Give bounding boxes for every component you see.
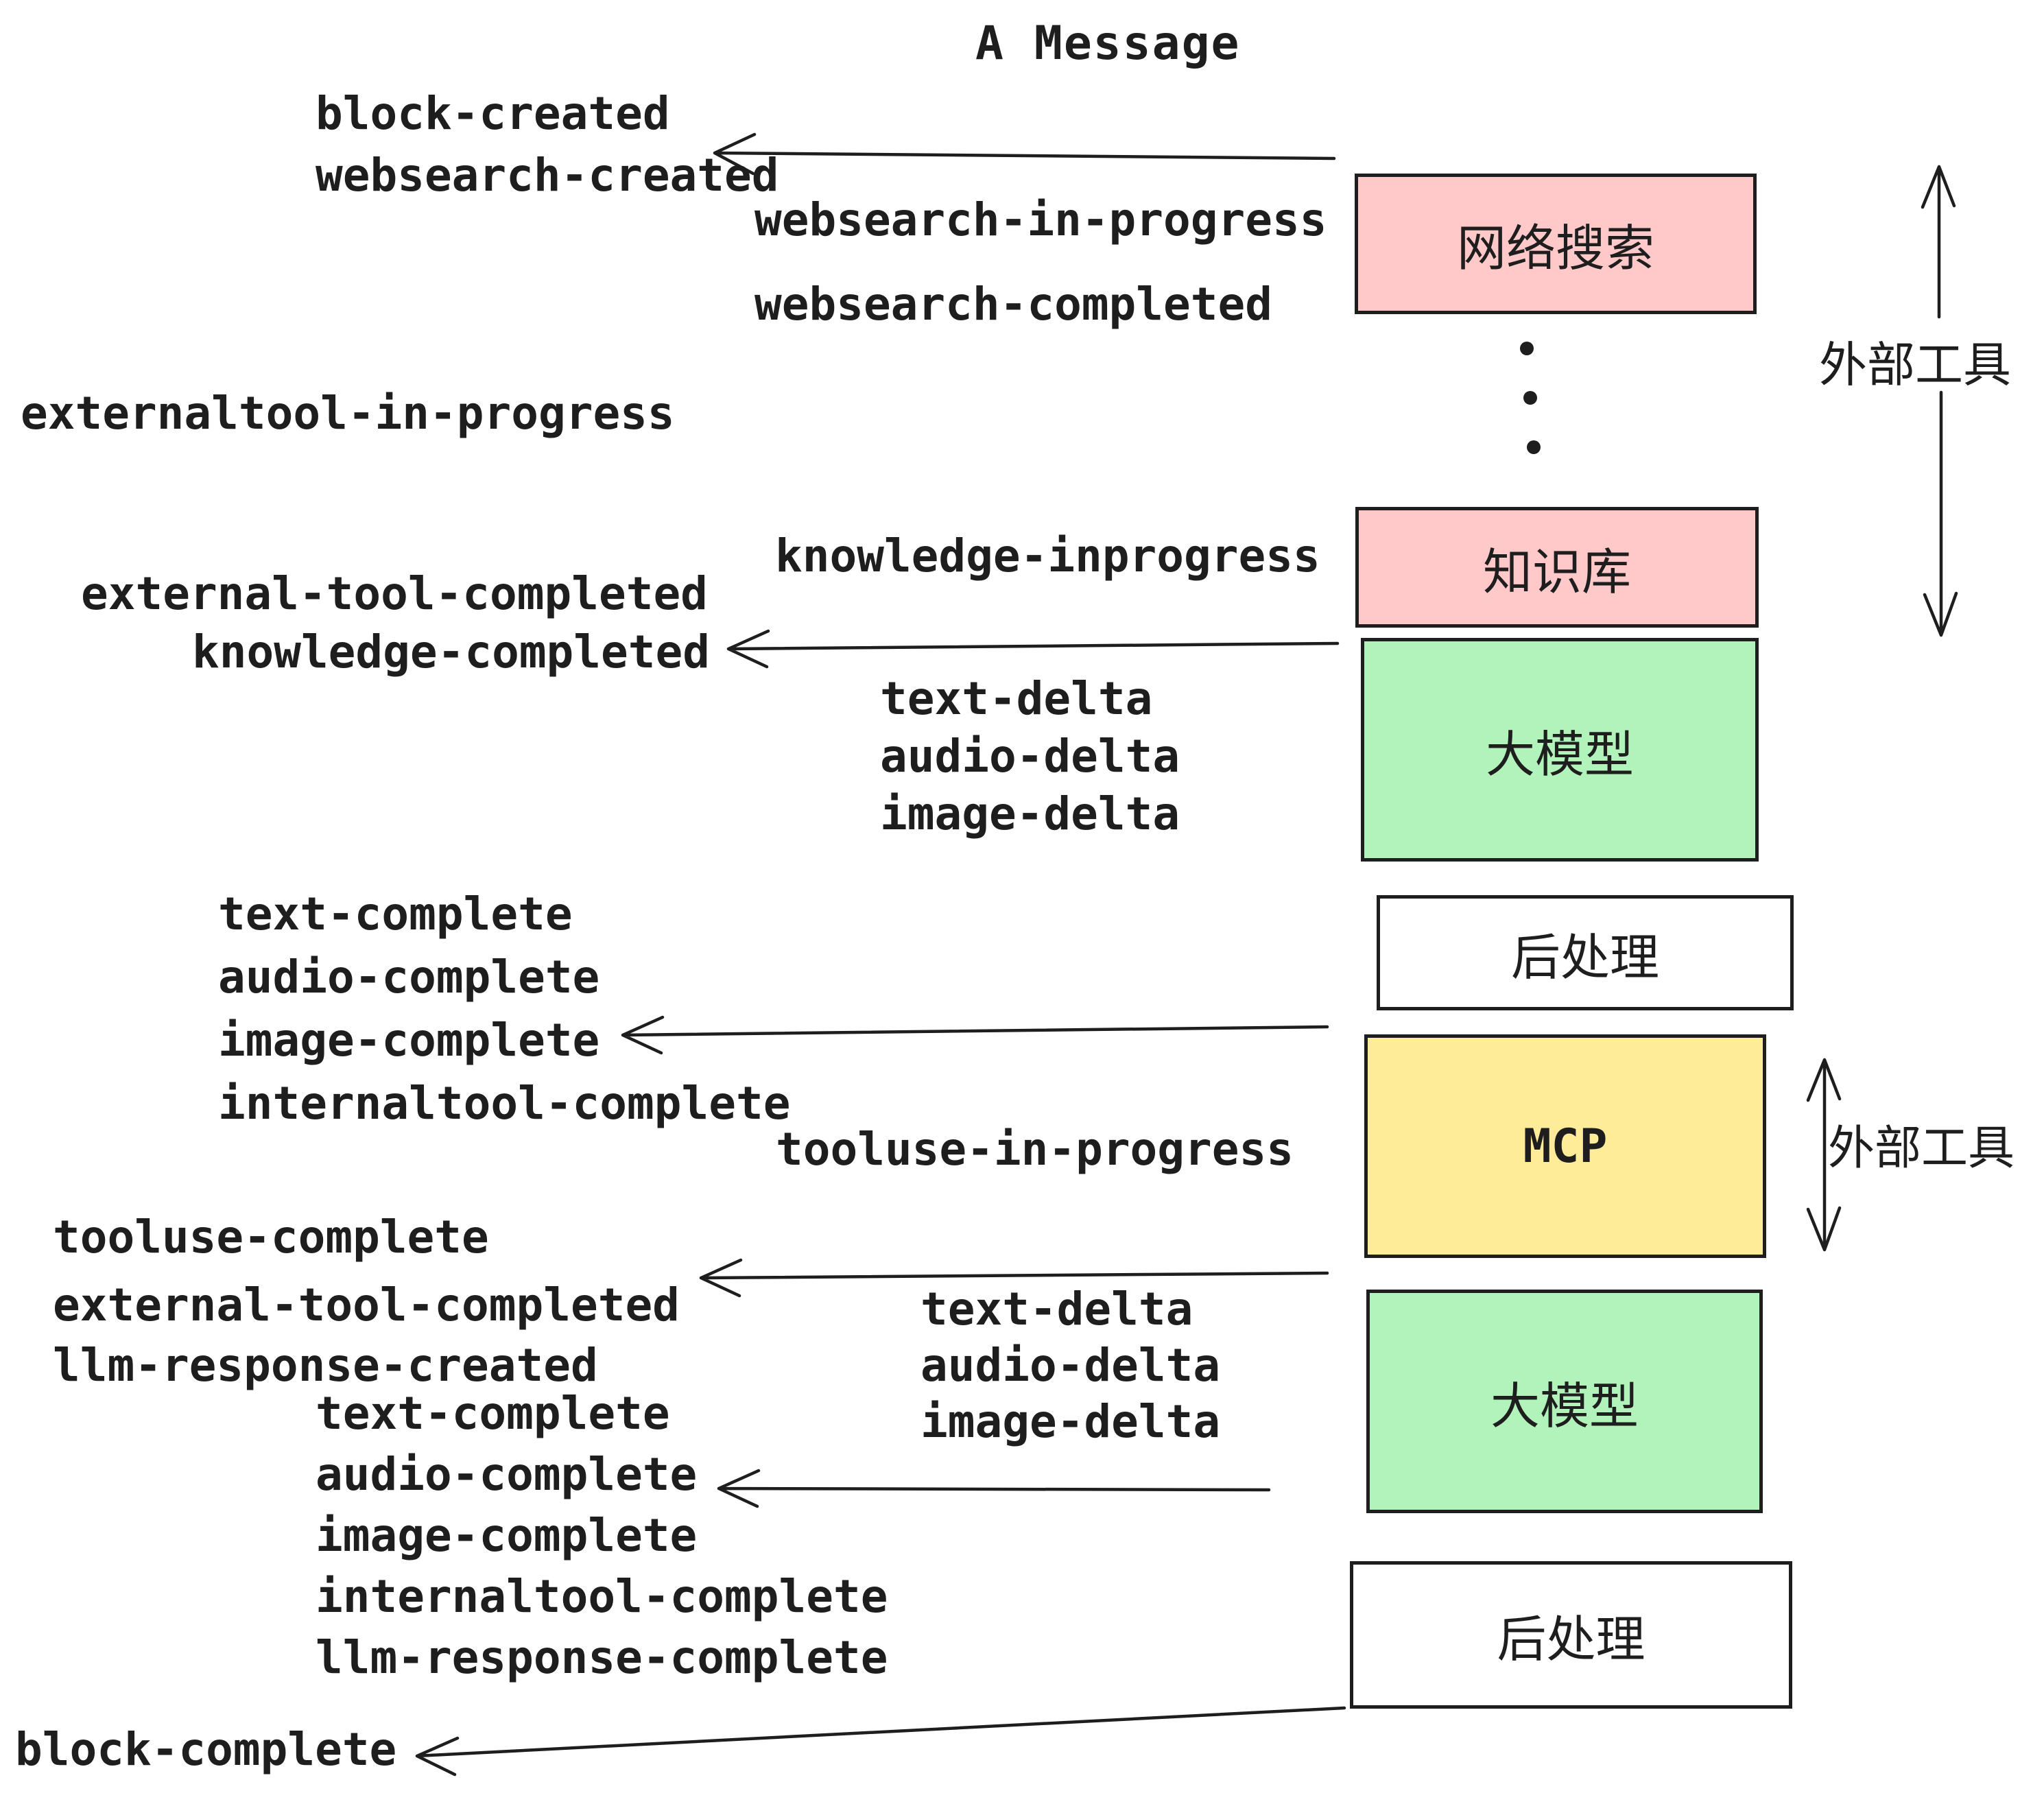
event-text-delta-2: text-delta (920, 1283, 1193, 1336)
event-text-delta-1: text-delta (880, 672, 1153, 725)
box-websearch: 网络搜索 (1355, 174, 1757, 314)
event-knowledge-inprogress: knowledge-inprogress (775, 530, 1320, 582)
arrow-websearch-created (713, 132, 1336, 176)
event-llm-response-complete: llm-response-complete (316, 1631, 888, 1684)
label-external-tools-top: 外部工具 (1819, 338, 2011, 392)
event-internaltool-complete-1: internaltool-complete (218, 1077, 791, 1130)
event-externaltool-in-progress: externaltool-in-progress (21, 387, 675, 440)
box-knowledge-base: 知识库 (1355, 507, 1759, 628)
arrow-knowledge-completed (726, 629, 1340, 669)
event-external-tool-completed-2: external-tool-completed (53, 1279, 680, 1331)
box-llm-2: 大模型 (1366, 1290, 1763, 1513)
ellipsis-dots (1520, 342, 1541, 454)
event-image-complete-2: image-complete (316, 1509, 698, 1562)
event-tooluse-in-progress: tooluse-in-progress (776, 1123, 1294, 1176)
event-internaltool-complete-2: internaltool-complete (316, 1570, 888, 1623)
event-audio-delta-2: audio-delta (920, 1339, 1221, 1392)
label-external-tools-mcp: 外部工具 (1828, 1122, 2015, 1174)
event-block-created: block-created (316, 87, 670, 140)
event-external-tool-completed-1: external-tool-completed (81, 567, 708, 620)
event-websearch-completed: websearch-completed (754, 278, 1272, 331)
event-text-complete-1: text-complete (218, 888, 573, 940)
event-audio-complete-1: audio-complete (218, 951, 600, 1004)
arrow-external-tool-completed (699, 1258, 1329, 1298)
diagram-title: A Message (975, 16, 1241, 71)
event-image-delta-1: image-delta (880, 787, 1180, 840)
arrow-block-complete (415, 1706, 1346, 1777)
arrow-audio-complete (717, 1469, 1271, 1508)
event-tooluse-complete: tooluse-complete (53, 1211, 489, 1263)
event-block-complete: block-complete (15, 1723, 397, 1776)
event-llm-response-created: llm-response-created (53, 1339, 598, 1392)
event-audio-delta-1: audio-delta (880, 730, 1180, 783)
arrow-image-complete (621, 1015, 1329, 1055)
box-mcp: MCP (1364, 1034, 1766, 1258)
box-llm-1: 大模型 (1361, 638, 1759, 862)
box-postprocess-2: 后处理 (1350, 1561, 1792, 1709)
event-audio-complete-2: audio-complete (316, 1448, 698, 1501)
double-arrow-external-tools-mcp (1806, 1058, 1842, 1252)
event-websearch-in-progress: websearch-in-progress (754, 193, 1327, 246)
event-websearch-created: websearch-created (316, 149, 779, 202)
event-text-complete-2: text-complete (316, 1387, 670, 1440)
box-postprocess-1: 后处理 (1377, 895, 1794, 1010)
event-image-delta-2: image-delta (920, 1395, 1221, 1448)
event-image-complete-1: image-complete (218, 1014, 600, 1067)
double-arrow-external-tools-top (1921, 165, 1958, 637)
event-knowledge-completed: knowledge-completed (192, 626, 710, 678)
